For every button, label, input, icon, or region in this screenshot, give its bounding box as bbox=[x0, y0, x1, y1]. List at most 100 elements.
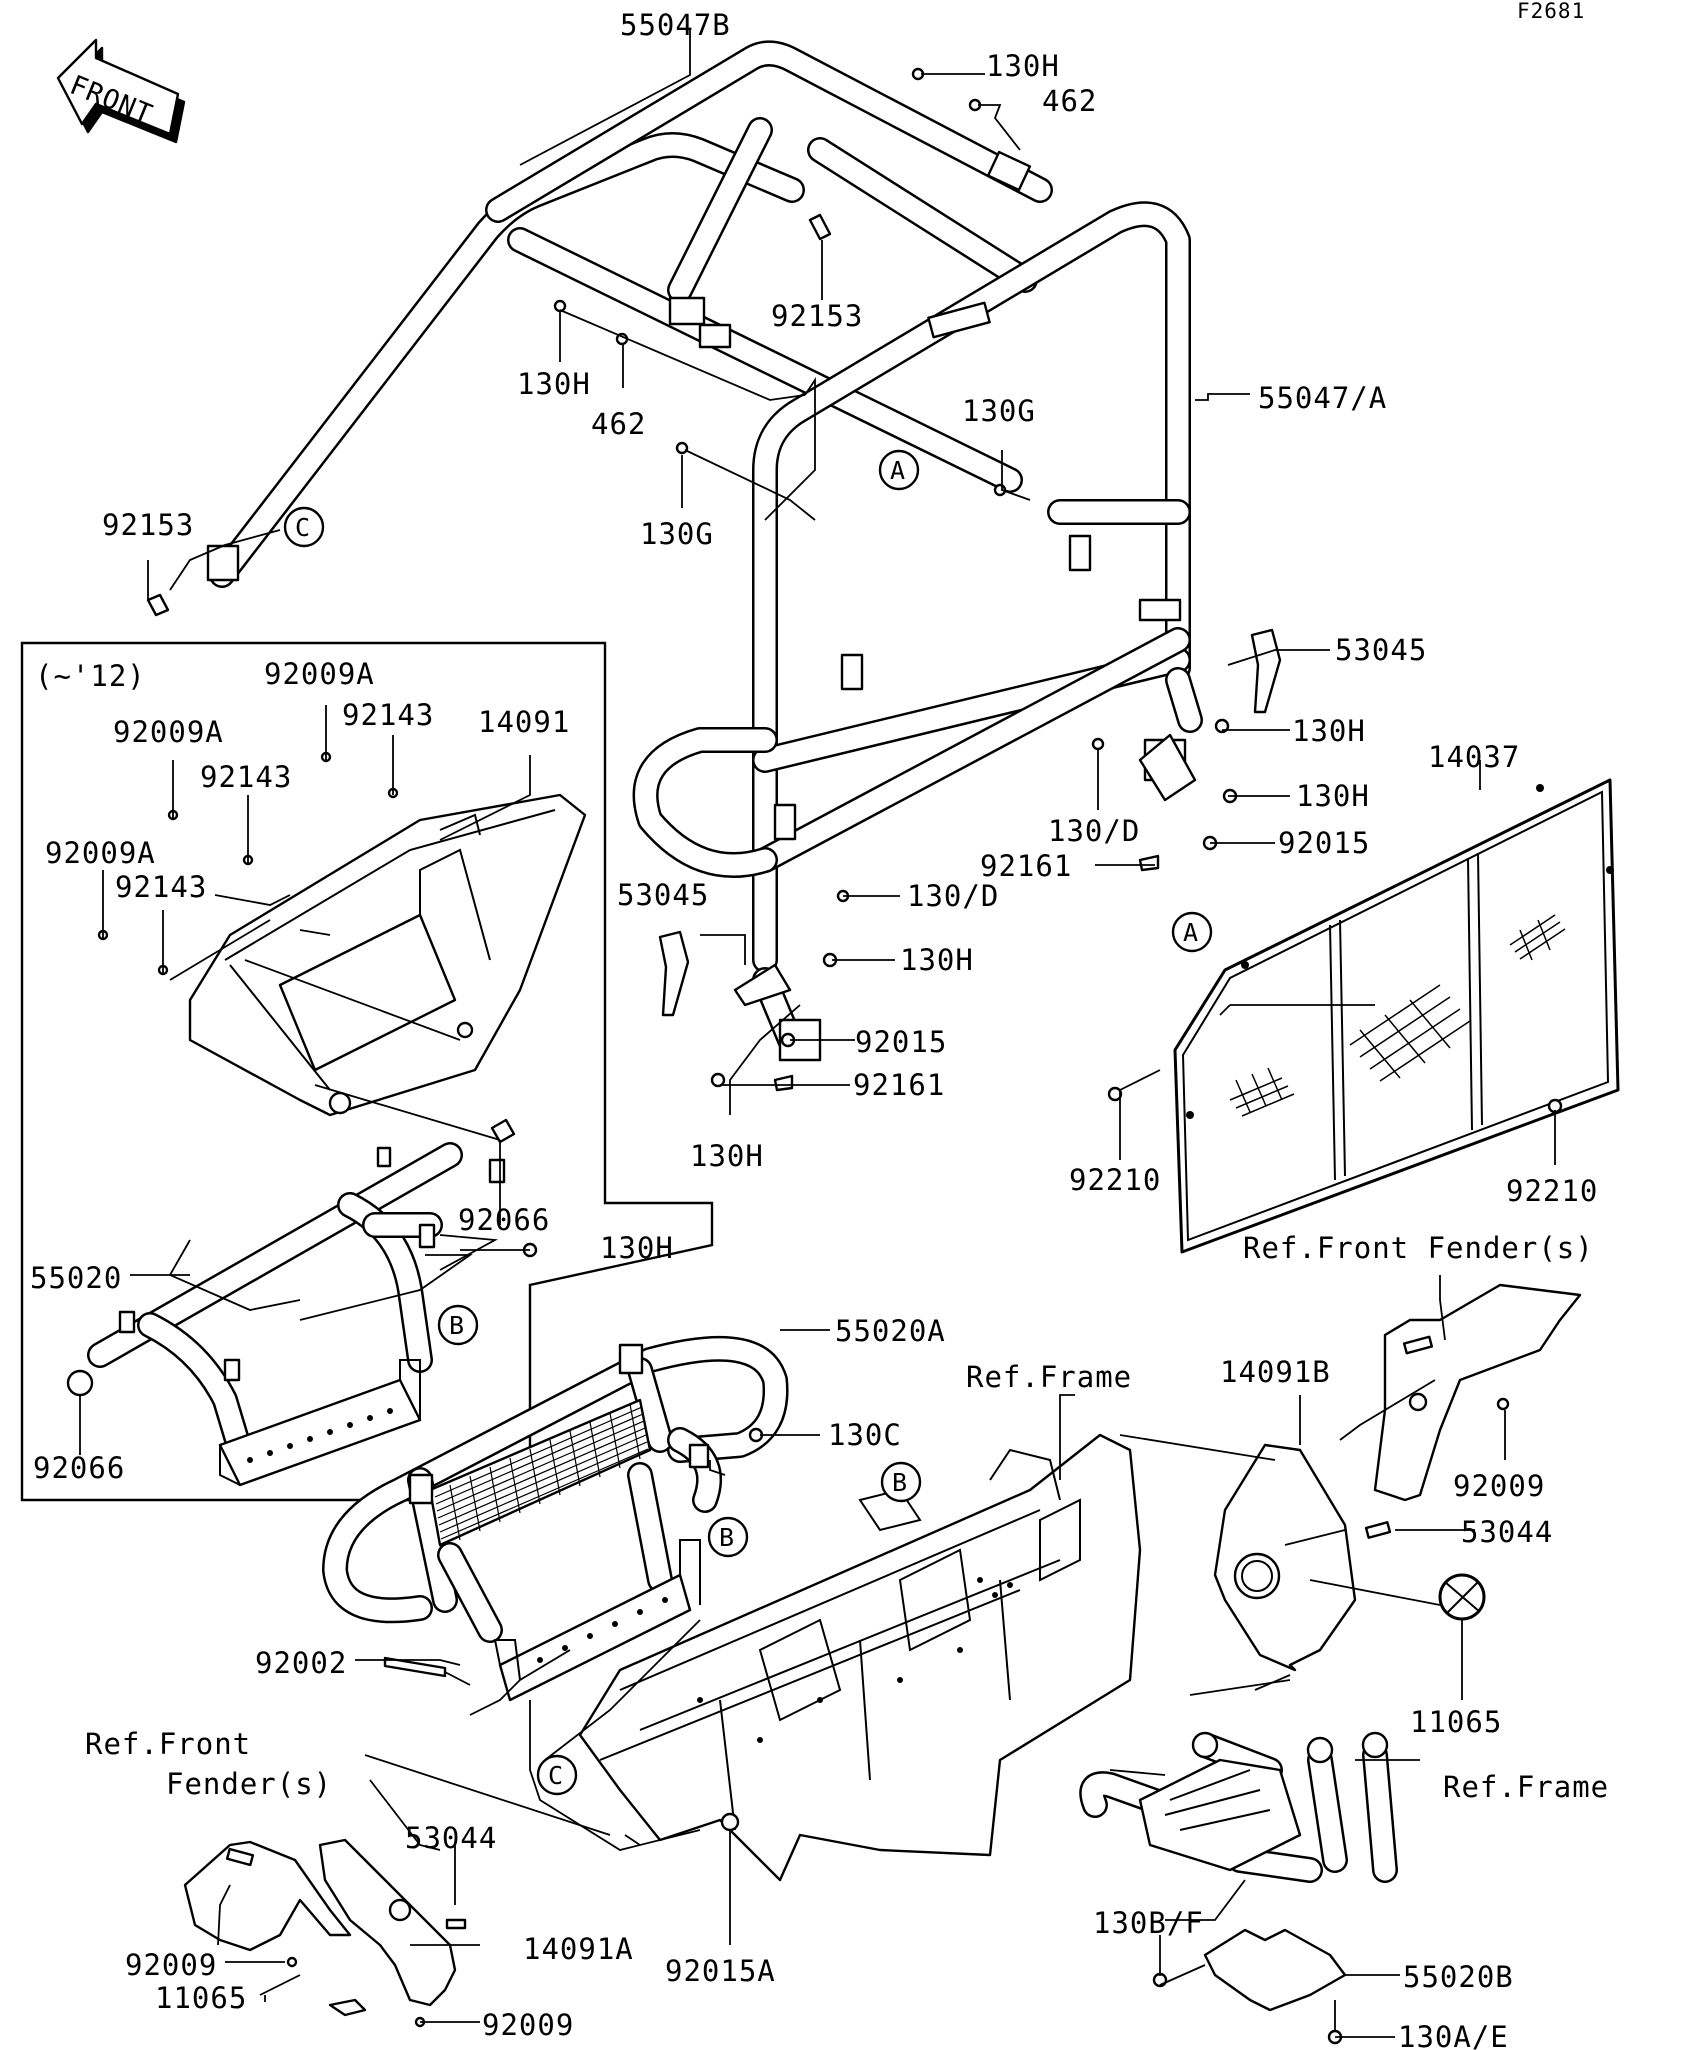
front-fender-right bbox=[1373, 1283, 1582, 1502]
nut-92015A bbox=[720, 1812, 740, 1832]
part-number: 92015 bbox=[855, 1025, 947, 1059]
part-number: 92015A bbox=[665, 1954, 776, 1988]
part-number: 92009 bbox=[125, 1948, 217, 1982]
callout-letter: B bbox=[719, 1523, 734, 1552]
side-cover-14091B-port-inner bbox=[1241, 1560, 1273, 1592]
callout-letter: C bbox=[548, 1761, 563, 1790]
bracket-92161-lower bbox=[733, 963, 792, 1007]
ref-front-fender-left-2: Fender(s) bbox=[166, 1767, 332, 1801]
part-number: 92143 bbox=[115, 870, 207, 904]
callout-letter: A bbox=[1183, 918, 1198, 947]
skid-plate-55020B bbox=[1203, 1928, 1347, 2012]
ref-frame-right: Ref.Frame bbox=[1443, 1770, 1609, 1804]
part-number: 14091 bbox=[478, 705, 570, 739]
part-number: 130A/E bbox=[1398, 2020, 1509, 2050]
part-number: 130H bbox=[900, 943, 974, 977]
slot-53044-right bbox=[1364, 1521, 1392, 1539]
side-cover-14091A bbox=[318, 1838, 457, 2007]
part-number: 92009A bbox=[45, 836, 156, 870]
part-number: 92153 bbox=[771, 299, 863, 333]
leader-lines bbox=[79, 30, 1556, 2038]
part-number: 130H bbox=[1296, 779, 1370, 813]
callout-letter: B bbox=[892, 1468, 907, 1497]
part-number: 92161 bbox=[853, 1068, 945, 1102]
ref-front-fender-right: Ref.Front Fender(s) bbox=[1243, 1231, 1594, 1265]
fender-right-slot bbox=[1402, 1335, 1434, 1355]
ref-frame-center: Ref.Frame bbox=[966, 1360, 1132, 1394]
part-number: 55047B bbox=[620, 8, 731, 42]
cap-11065-right bbox=[1438, 1573, 1486, 1621]
bracket-92161-plate-2 bbox=[773, 1074, 794, 1092]
roll-cage-front bbox=[632, 201, 1203, 1062]
inset-box-label: (~'12) bbox=[35, 659, 146, 693]
front-guard-55020A bbox=[322, 1335, 789, 1702]
inset-box-outline bbox=[20, 641, 714, 1502]
part-number: 92002 bbox=[255, 1646, 347, 1680]
callout-letter: B bbox=[449, 1311, 464, 1340]
front-cover-14091 bbox=[188, 793, 587, 1117]
part-number: 130H bbox=[600, 1231, 674, 1265]
part-number: 53044 bbox=[1461, 1515, 1553, 1549]
part-number: 92009A bbox=[264, 657, 375, 691]
part-number: 92015 bbox=[1278, 826, 1370, 860]
cap-11065-left bbox=[328, 1998, 367, 2017]
part-number: 92210 bbox=[1069, 1163, 1161, 1197]
part-number: 92210 bbox=[1506, 1174, 1598, 1208]
fender-right-hole bbox=[1408, 1392, 1428, 1412]
part-number: 130H bbox=[1292, 714, 1366, 748]
part-number: 130B/F bbox=[1093, 1906, 1204, 1940]
part-number: 11065 bbox=[155, 1981, 247, 2015]
part-number: 92161 bbox=[980, 849, 1072, 883]
part-number: 92143 bbox=[342, 698, 434, 732]
bolt-92002 bbox=[383, 1656, 447, 1678]
part-number-labels: 55047B 130H 462 92153 130H 462 55047/A 1… bbox=[30, 8, 1598, 2050]
part-number: 53045 bbox=[617, 878, 709, 912]
part-number: 130H bbox=[690, 1139, 764, 1173]
callout-letter: A bbox=[890, 456, 905, 485]
part-number: 92143 bbox=[200, 760, 292, 794]
part-number: 92009 bbox=[1453, 1469, 1545, 1503]
part-number: 130H bbox=[986, 49, 1060, 83]
front-guard-55020 bbox=[87, 1142, 506, 1487]
part-number: 92009 bbox=[482, 2008, 574, 2042]
part-number: 14091B bbox=[1220, 1355, 1331, 1389]
part-number: 14091A bbox=[523, 1932, 634, 1966]
part-number: 130H bbox=[517, 367, 591, 401]
part-number: 130/D bbox=[1048, 814, 1140, 848]
part-number: 92009A bbox=[113, 715, 224, 749]
part-number: 130C bbox=[828, 1418, 902, 1452]
part-number: 55047/A bbox=[1258, 381, 1387, 415]
front-fender-left bbox=[183, 1840, 352, 1952]
latch-53045-upper bbox=[1250, 628, 1282, 714]
part-number: 53044 bbox=[405, 1821, 497, 1855]
part-number: 130G bbox=[640, 517, 714, 551]
part-number: 130/D bbox=[907, 879, 999, 913]
skid-plate-frame-right bbox=[1079, 1731, 1398, 1883]
fender-left-slot bbox=[225, 1847, 255, 1867]
part-number: 55020B bbox=[1403, 1960, 1514, 1994]
callout-circles: A A B B B C C bbox=[283, 449, 1213, 1796]
bracket-92161-upper bbox=[1138, 733, 1197, 802]
part-number: 55020 bbox=[30, 1261, 122, 1295]
part-number: 462 bbox=[1042, 84, 1097, 118]
part-number: 92066 bbox=[458, 1203, 550, 1237]
part-number: 462 bbox=[591, 407, 646, 441]
part-number: 53045 bbox=[1335, 633, 1427, 667]
screen-panel-14037 bbox=[1173, 778, 1620, 1254]
bracket-92161-plate bbox=[1138, 854, 1160, 872]
part-number: 92153 bbox=[102, 508, 194, 542]
figure-code: F2681 bbox=[1517, 0, 1585, 23]
part-number: 11065 bbox=[1410, 1705, 1502, 1739]
roll-cage-rear bbox=[206, 40, 1053, 588]
cap-92066-upper bbox=[490, 1118, 516, 1144]
callout-letter: C bbox=[295, 513, 310, 542]
latch-53045-lower bbox=[658, 930, 690, 1017]
part-number: 130G bbox=[962, 394, 1036, 428]
cap-92066-lower bbox=[66, 1369, 94, 1397]
part-number: 55020A bbox=[835, 1314, 946, 1348]
main-frame bbox=[578, 1433, 1142, 1882]
ref-front-fender-left-1: Ref.Front bbox=[85, 1727, 251, 1761]
side-cover-14091A-port bbox=[388, 1898, 412, 1922]
side-cover-14091B bbox=[1213, 1443, 1357, 1672]
